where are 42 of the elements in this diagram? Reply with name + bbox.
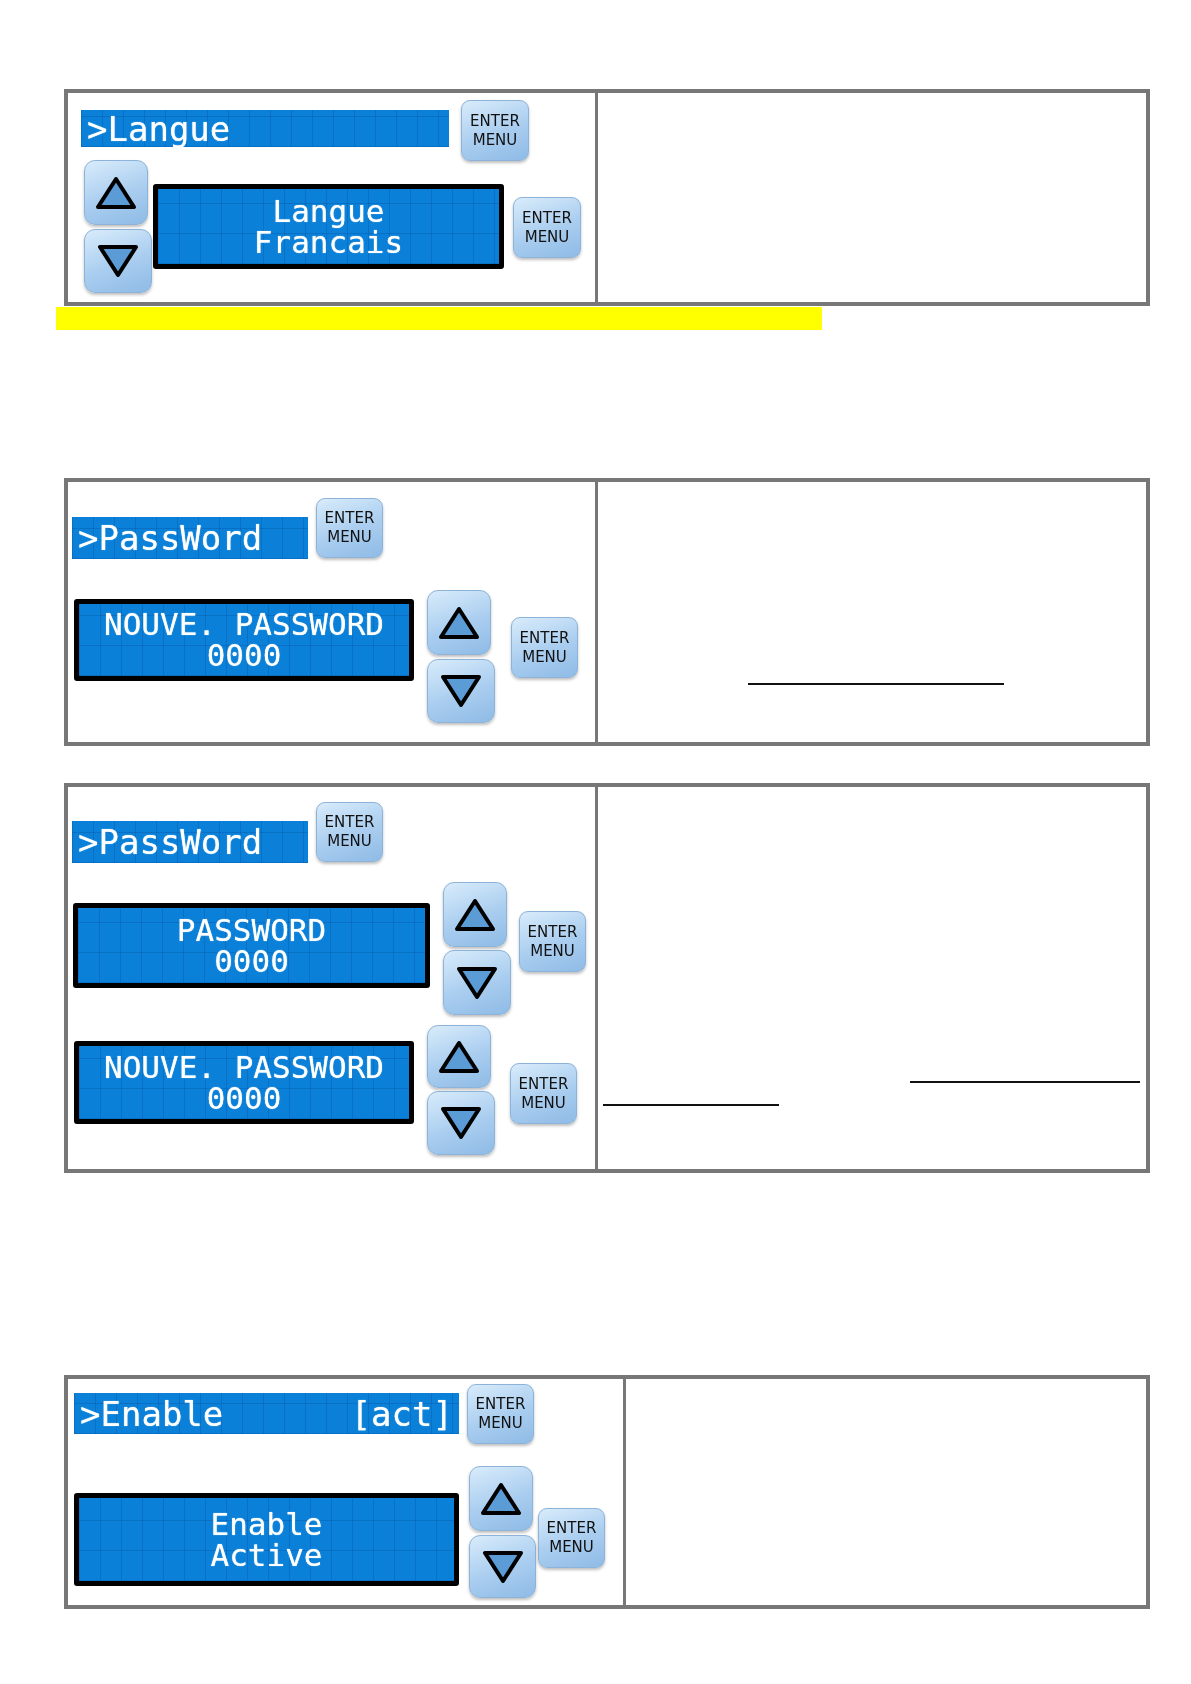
down-button — [427, 659, 495, 723]
lcd-text: >Langue — [87, 110, 231, 147]
lcd-menu-bar — [72, 821, 308, 863]
lcd-text: PASSWORD — [176, 914, 327, 946]
down-button — [469, 1535, 536, 1598]
lcd-display — [73, 903, 430, 988]
lcd-text: 0000 — [214, 945, 289, 977]
enter-menu-button: ENTER MENU — [316, 802, 383, 862]
down-button — [84, 229, 152, 293]
enter-menu-button: ENTER MENU — [510, 1063, 577, 1124]
lcd-text: NOUVE. PASSWORD — [104, 1051, 384, 1083]
lcd-text: 0000 — [206, 640, 282, 671]
enter-menu-button: ENTER MENU — [513, 197, 581, 258]
up-button — [84, 160, 148, 225]
enter-menu-button: ENTER MENU — [519, 911, 586, 972]
lcd-text: Enable — [210, 1508, 323, 1540]
lcd-display — [74, 599, 414, 681]
enter-menu-button: ENTER MENU — [467, 1384, 534, 1444]
lcd-menu-bar — [74, 1393, 459, 1434]
enter-menu-button: ENTER MENU — [511, 617, 578, 678]
lcd-text: >Enable — [80, 1395, 224, 1432]
enter-menu-button: ENTER MENU — [316, 498, 383, 558]
up-button — [427, 590, 491, 655]
lcd-text: [act] — [350, 1395, 453, 1432]
lcd-menu-bar — [72, 517, 308, 559]
lcd-display — [74, 1041, 414, 1124]
lcd-text: Active — [210, 1539, 323, 1571]
up-button — [469, 1466, 533, 1531]
up-button — [443, 882, 507, 947]
enter-menu-button: ENTER MENU — [461, 100, 529, 161]
lcd-text: Langue — [272, 195, 385, 227]
lcd-text: >PassWord — [78, 824, 263, 860]
down-button — [427, 1091, 495, 1155]
down-button — [443, 950, 511, 1015]
lcd-display — [153, 184, 504, 269]
lcd-text: 0000 — [206, 1082, 282, 1114]
enter-menu-button: ENTER MENU — [538, 1508, 605, 1568]
lcd-text: >PassWord — [78, 520, 263, 556]
lcd-menu-bar — [81, 110, 449, 147]
lcd-text: NOUVE. PASSWORD — [104, 609, 384, 640]
lcd-display — [74, 1493, 459, 1586]
up-button — [427, 1025, 491, 1088]
